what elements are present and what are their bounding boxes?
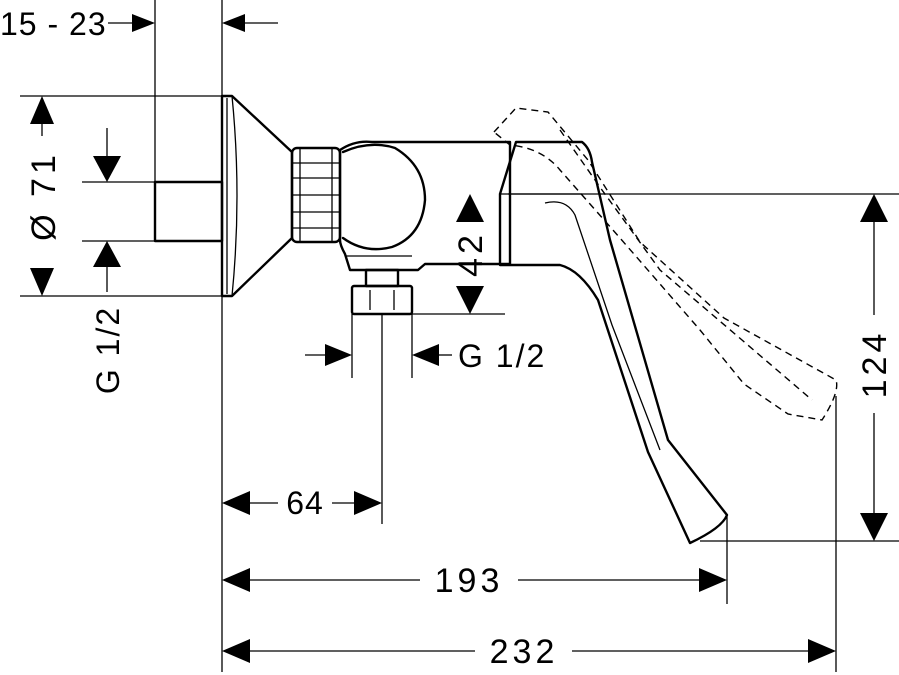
outlet-offset-arrow-right bbox=[354, 491, 382, 515]
total-drop-label: 124 bbox=[856, 330, 894, 399]
handle-reach-arrow-left bbox=[222, 568, 250, 592]
dimension-labels: 15 - 23 Ø 71 G 1/2 42 124 G 1/2 64 193 2… bbox=[0, 6, 894, 671]
handle-reach-arrow-right bbox=[699, 568, 727, 592]
lever-handle-alternate bbox=[492, 107, 838, 421]
outlet-thread-arrow-left bbox=[325, 344, 352, 366]
inlet-arrow-bottom bbox=[93, 241, 121, 267]
total-reach-label: 232 bbox=[490, 633, 559, 671]
outlet-nipple bbox=[350, 268, 414, 316]
handle-height-arrow-top bbox=[456, 194, 484, 222]
outlet-offset-label: 64 bbox=[286, 485, 324, 521]
lever-handle bbox=[498, 140, 729, 545]
wall-depth-label: 15 - 23 bbox=[0, 6, 107, 42]
inlet-arrow-top bbox=[93, 156, 121, 182]
handle-height-label: 42 bbox=[452, 231, 490, 277]
wall-connector bbox=[153, 180, 224, 243]
arrowheads bbox=[30, 14, 888, 663]
total-drop-arrow-top bbox=[860, 194, 888, 222]
total-reach-arrow-right bbox=[808, 639, 836, 663]
handle-height-arrow-bottom bbox=[456, 286, 484, 314]
flange-diameter-label: Ø 71 bbox=[25, 151, 63, 241]
outlet-thread-label: G 1/2 bbox=[458, 338, 546, 374]
outlet-thread-arrow-right bbox=[412, 344, 439, 366]
wall-depth-arrow-right bbox=[222, 14, 245, 32]
handle-reach-label: 193 bbox=[435, 562, 504, 600]
dimension-lines bbox=[41, 22, 875, 652]
mixer-body bbox=[338, 140, 512, 272]
wall-depth-arrow-left bbox=[132, 14, 155, 32]
outlet-offset-arrow-left bbox=[222, 491, 250, 515]
total-reach-arrow-left bbox=[222, 639, 250, 663]
flange-arrow-bottom bbox=[30, 268, 54, 296]
wall-flange bbox=[220, 94, 294, 298]
total-drop-arrow-bottom bbox=[860, 513, 888, 541]
union-nut bbox=[290, 146, 342, 244]
flange-arrow-top bbox=[30, 96, 54, 124]
inlet-thread-label: G 1/2 bbox=[90, 306, 126, 394]
